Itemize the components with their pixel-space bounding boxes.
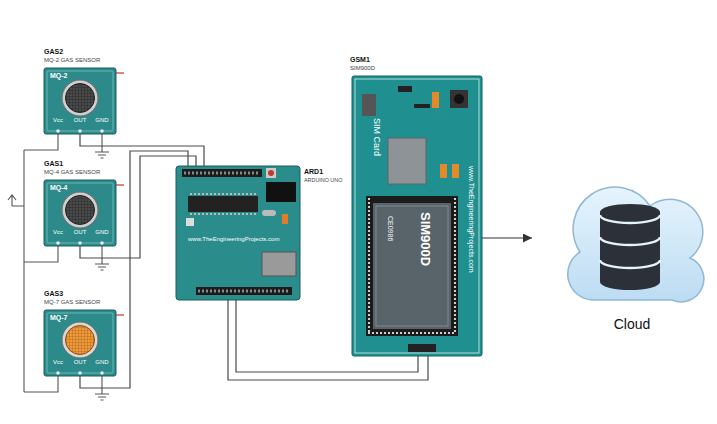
pin-label: GND xyxy=(92,117,112,124)
part-id: GSM1 xyxy=(350,56,370,64)
data-arrow xyxy=(482,237,532,238)
pin-label: Vcc xyxy=(48,117,68,124)
part-id: ARD1 xyxy=(304,168,323,176)
gsm-module: GSM1SIM900DSIM CardCE0986SIM900Dwww.TheE… xyxy=(350,56,482,356)
sensor-type: MQ-2 GAS SENSOR xyxy=(44,57,100,64)
arduino-board-art xyxy=(176,166,300,300)
signal-wire xyxy=(236,300,418,372)
pin-label: OUT xyxy=(70,229,90,236)
board-url: www.TheEngineeringProjects.com xyxy=(467,166,475,273)
sensor-model: MQ-2 xyxy=(50,72,68,80)
cloud-icon xyxy=(568,187,704,302)
part-type: ARDUINO UNO xyxy=(304,177,342,183)
pin-label: OUT xyxy=(70,117,90,124)
gas-sensor-board xyxy=(44,68,124,134)
cert-mark: CE0986 xyxy=(386,216,394,241)
sensor-model: MQ-4 xyxy=(50,184,68,192)
pin-label: Vcc xyxy=(48,229,68,236)
pin-label: OUT xyxy=(70,359,90,366)
sensor-id: GAS1 xyxy=(44,160,63,168)
sensor-type: MQ-4 GAS SENSOR xyxy=(44,169,100,176)
chip-label: SIM900D xyxy=(417,212,432,266)
board-url: www.TheEngineeringProjects.com xyxy=(188,236,279,243)
gas-sensor-board xyxy=(44,180,124,246)
gas-sensor-board xyxy=(44,310,124,376)
arduino-board: ARD1ARDUINO UNO www.TheEngineeringProject… xyxy=(176,166,344,300)
sensor-type: MQ-7 GAS SENSOR xyxy=(44,299,100,306)
gsm-board-art xyxy=(352,76,482,356)
signal-wire xyxy=(228,300,428,380)
sensor-id: GAS2 xyxy=(44,48,63,56)
part-type: SIM900D xyxy=(350,65,375,72)
pin-label: GND xyxy=(92,229,112,236)
signal-wire xyxy=(80,151,188,388)
pin-label: GND xyxy=(92,359,112,366)
cloud-storage: Cloud xyxy=(532,168,708,338)
sensor-id: GAS3 xyxy=(44,290,63,298)
pin-label: Vcc xyxy=(48,359,68,366)
sim-card-label: SIM Card xyxy=(372,118,382,156)
cloud-label: Cloud xyxy=(582,316,682,332)
signal-wire xyxy=(80,134,204,166)
sensor-model: MQ-7 xyxy=(50,314,68,322)
